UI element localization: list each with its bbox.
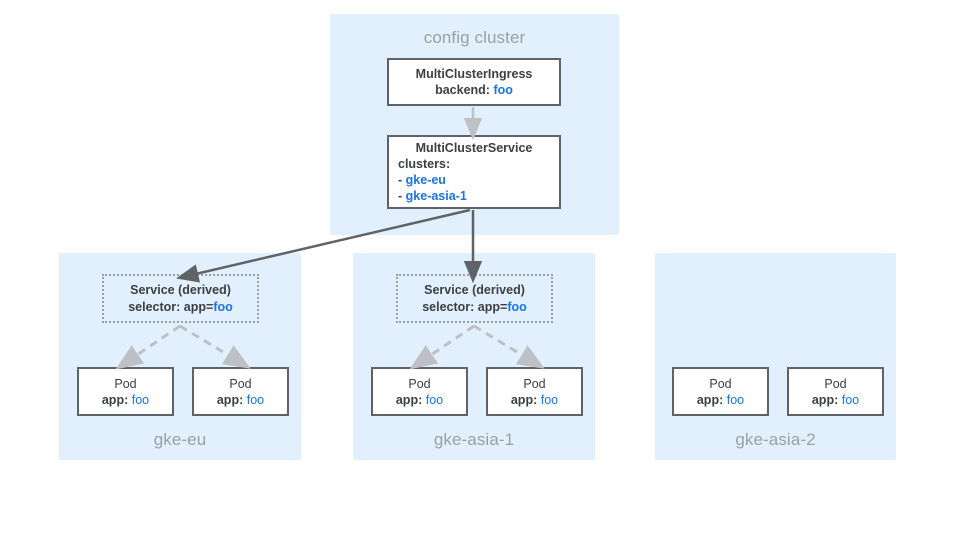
pod-app-label: app:	[395, 392, 423, 407]
pod-app-label: app:	[216, 392, 244, 407]
bullet-dash: -	[398, 189, 403, 203]
pod-app-label: app:	[811, 392, 839, 407]
pod-title: Pod	[114, 376, 137, 391]
pod-app-value: foo	[726, 392, 745, 407]
node-derived-service-gke-asia-1[interactable]: Service (derived) selector: app=foo	[396, 274, 553, 323]
panel-title-config-cluster: config cluster	[423, 28, 526, 47]
pod-app-value: foo	[131, 392, 150, 407]
bullet-dash: -	[398, 173, 403, 187]
pod-title: Pod	[229, 376, 252, 391]
panel-label-gke-asia-1: gke-asia-1	[433, 430, 515, 449]
derived-service-title: Service (derived)	[130, 282, 231, 297]
pod-app-label: app:	[510, 392, 538, 407]
pod-title: Pod	[408, 376, 431, 391]
pod-app-value: foo	[425, 392, 444, 407]
pod-app-value: foo	[841, 392, 860, 407]
multiclusteringress-backend-label: backend:	[435, 83, 490, 97]
node-pod[interactable]: Pod app: foo	[371, 367, 468, 416]
derived-service-selector: selector: app=foo	[104, 299, 257, 316]
multiclusterservice-cluster-value: gke-asia-1	[405, 189, 467, 203]
panel-cluster-gke-asia-2: gke-asia-2	[655, 253, 896, 460]
pod-title: Pod	[824, 376, 847, 391]
pod-app-value: foo	[540, 392, 559, 407]
node-pod[interactable]: Pod app: foo	[672, 367, 769, 416]
multiclusterservice-cluster-value: gke-eu	[405, 173, 446, 187]
node-multiclusterservice[interactable]: MultiClusterService clusters: - gke-eu -…	[387, 135, 561, 209]
multiclusterservice-clusters-label: clusters:	[398, 157, 451, 171]
multiclusterservice-cluster-item: - gke-asia-1	[389, 188, 559, 204]
multiclusterservice-title: MultiClusterService	[415, 141, 533, 155]
panel-label-gke-eu: gke-eu	[153, 430, 207, 449]
pod-app: app: foo	[488, 392, 581, 408]
pod-app-label: app:	[101, 392, 129, 407]
derived-service-title: Service (derived)	[424, 282, 525, 297]
node-pod[interactable]: Pod app: foo	[77, 367, 174, 416]
multiclusteringress-title: MultiClusterIngress	[415, 67, 533, 81]
pod-app: app: foo	[373, 392, 466, 408]
pod-app: app: foo	[674, 392, 767, 408]
derived-service-selector-value: foo	[507, 299, 527, 314]
multiclusteringress-backend: backend: foo	[389, 82, 559, 98]
panel-label-gke-asia-2: gke-asia-2	[735, 430, 816, 449]
pod-app-value: foo	[246, 392, 265, 407]
pod-app: app: foo	[789, 392, 882, 408]
pod-title: Pod	[709, 376, 732, 391]
node-pod[interactable]: Pod app: foo	[486, 367, 583, 416]
multiclusterservice-cluster-item: - gke-eu	[389, 172, 559, 188]
derived-service-selector-value: foo	[213, 299, 233, 314]
node-pod[interactable]: Pod app: foo	[787, 367, 884, 416]
pod-title: Pod	[523, 376, 546, 391]
multiclusteringress-backend-value: foo	[493, 83, 513, 97]
panel-cluster-gke-asia-1: gke-asia-1	[353, 253, 595, 460]
derived-service-selector-label: selector: app=	[128, 299, 214, 314]
pod-app: app: foo	[194, 392, 287, 408]
node-multiclusteringress[interactable]: MultiClusterIngress backend: foo	[387, 58, 561, 106]
derived-service-selector: selector: app=foo	[398, 299, 551, 316]
node-derived-service-gke-eu[interactable]: Service (derived) selector: app=foo	[102, 274, 259, 323]
pod-app-label: app:	[696, 392, 724, 407]
node-pod[interactable]: Pod app: foo	[192, 367, 289, 416]
pod-app: app: foo	[79, 392, 172, 408]
derived-service-selector-label: selector: app=	[422, 299, 508, 314]
